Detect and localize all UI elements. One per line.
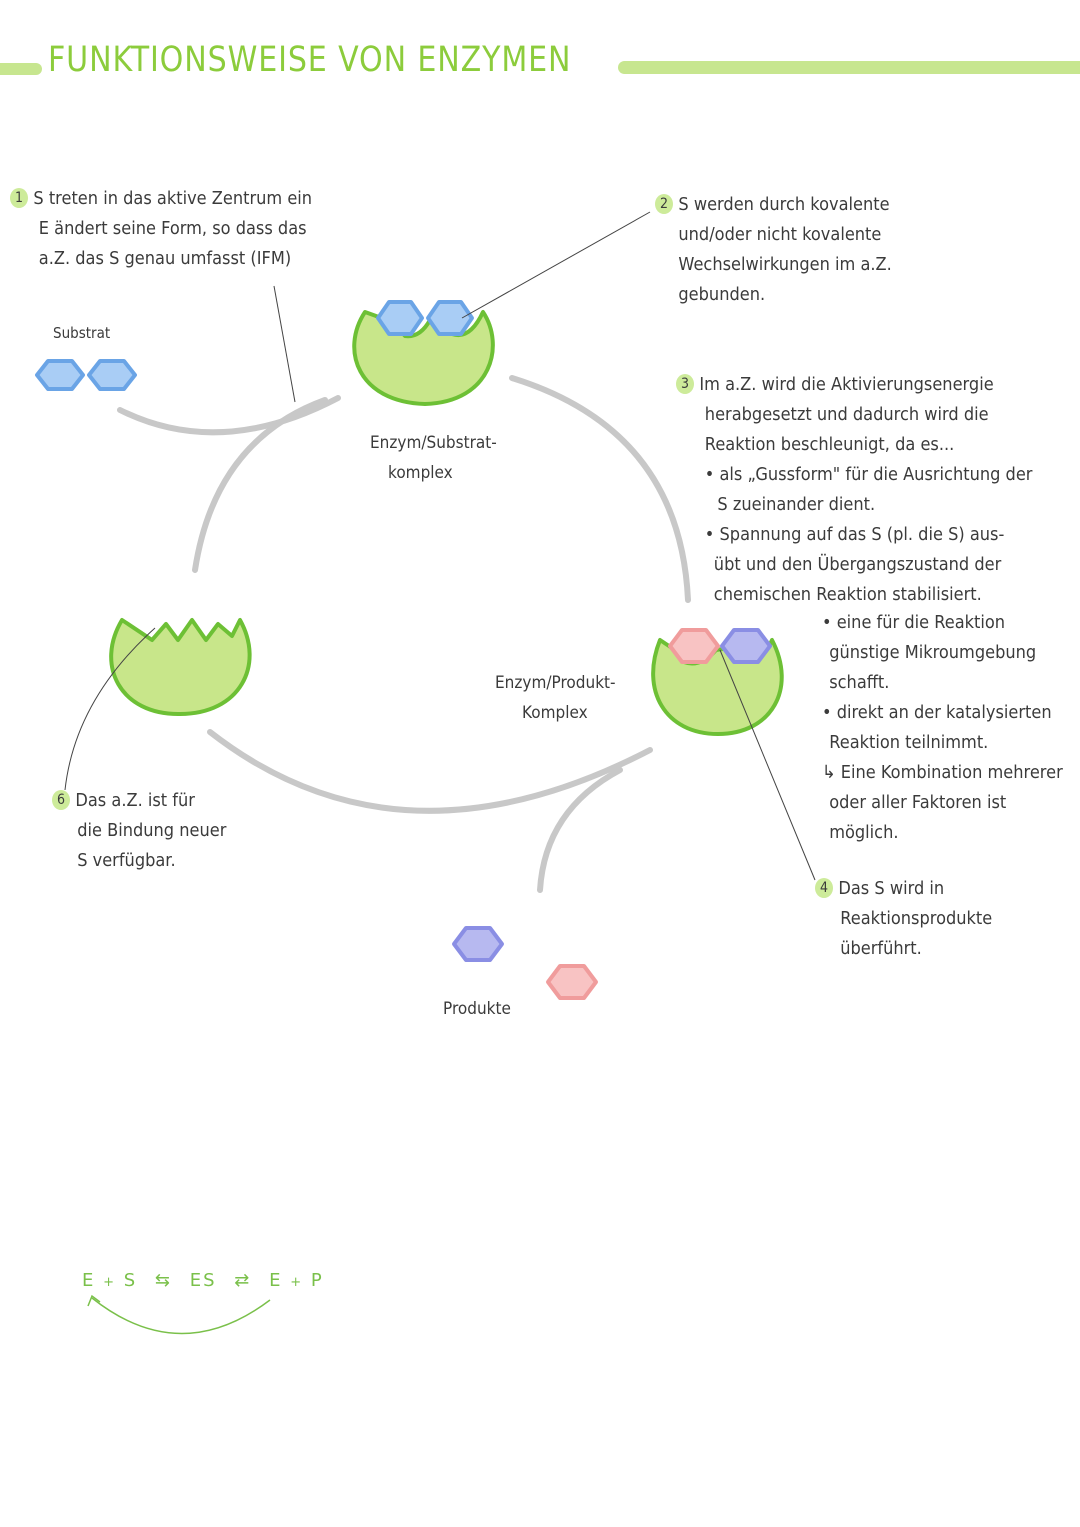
equation-arc-arrowhead (87, 1294, 101, 1307)
step-3-line-3: Reaktion beschleunigt, da es... (704, 434, 955, 455)
cycle-arrow-top-right (509, 375, 691, 603)
step-3-continued-text: • eine für die Reaktion günstige Mikroum… (822, 608, 1063, 848)
label-ep-komplex: Enzym/Produkt- Komplex (495, 668, 616, 728)
page-title: FUNKTIONSWEISE VON ENZYMEN (48, 40, 572, 80)
step-3-line-4: • als „Gussform" für die Ausrichtung der (704, 464, 1033, 485)
step-2-badge: 2 (655, 194, 673, 214)
step-3-line-2: herabgesetzt und dadurch wird die (704, 404, 989, 425)
step-2-line-3: Wechselwirkungen im a.Z. (678, 254, 892, 275)
substrate-hexagon-es-1 (376, 300, 424, 336)
step-2-line-1: S werden durch kovalente (678, 194, 890, 215)
step-4-line-2: Reaktionsprodukte (840, 908, 993, 929)
cycle-arrow-substrate-entry (117, 395, 341, 436)
step-2-line-4: gebunden. (678, 284, 766, 305)
step-3b-line-2: günstige Mikroumgebung (829, 642, 1037, 663)
step-4-line-3: überführt. (840, 938, 922, 959)
step-3b-line-6: ↳ Eine Kombination mehrerer (822, 762, 1063, 783)
product-hexagon-ep-pink (668, 628, 720, 664)
step-1-line-3: a.Z. das S genau umfasst (IFM) (38, 248, 292, 269)
enzyme-free (109, 618, 252, 717)
step-3b-line-7: oder aller Faktoren ist (829, 792, 1007, 813)
label-substrat: Substrat (53, 324, 111, 342)
equation-arc (91, 1297, 271, 1335)
reaction-equation: E + S ⇆ ES ⇄ E + P (82, 1270, 324, 1291)
eq-product: P (310, 1270, 324, 1291)
eq-arrow-2: ⇄ (234, 1270, 252, 1291)
pointer-step-6 (64, 627, 156, 791)
step-1-line-1: S treten in das aktive Zentrum ein (33, 188, 313, 209)
eq-arrow-1: ⇆ (154, 1270, 173, 1291)
eq-plus-2: + (290, 1275, 304, 1290)
eq-enzyme-2: E (269, 1270, 283, 1291)
step-6-line-1: Das a.Z. ist für (75, 790, 195, 811)
label-ep-komplex-line-2: Komplex (522, 703, 588, 723)
eq-substrate: S (123, 1270, 138, 1291)
step-3b-line-5: Reaktion teilnimmt. (829, 732, 989, 753)
step-3b-line-3: schafft. (829, 672, 890, 693)
title-underline-left (0, 63, 42, 75)
step-3b-line-8: möglich. (829, 822, 899, 843)
pointer-step-1 (273, 285, 296, 403)
step-4-badge: 4 (815, 878, 833, 898)
product-hexagon-ep-blue (720, 628, 772, 664)
eq-es: ES (189, 1270, 217, 1291)
step-3-line-1: Im a.Z. wird die Aktivierungsenergie (699, 374, 994, 395)
title-underline-right (618, 61, 1080, 74)
step-1-line-2: E ändert seine Form, so dass das (38, 218, 307, 239)
step-6-line-3: S verfügbar. (77, 850, 176, 871)
product-hexagon-blue (452, 926, 504, 962)
step-6-badge: 6 (52, 790, 70, 810)
eq-enzyme: E (82, 1270, 96, 1291)
step-6-line-2: die Bindung neuer (77, 820, 227, 841)
product-hexagon-pink (546, 964, 598, 1000)
step-3-line-7: übt und den Übergangszustand der (713, 554, 1002, 575)
eq-plus-1: + (103, 1275, 117, 1290)
substrate-hexagon-2 (87, 359, 137, 391)
label-es-komplex-line-1: Enzym/Substrat- (370, 433, 497, 453)
label-es-komplex-line-2: komplex (388, 463, 453, 483)
enzyme-es-complex (352, 310, 495, 406)
step-1-badge: 1 (10, 188, 28, 208)
label-ep-komplex-line-1: Enzym/Produkt- (495, 673, 616, 693)
cycle-arrow-bottom (207, 729, 653, 814)
step-3-line-6: • Spannung auf das S (pl. die S) aus- (704, 524, 1005, 545)
step-2-line-2: und/oder nicht kovalente (678, 224, 882, 245)
substrate-hexagon-es-2 (426, 300, 474, 336)
cycle-arrow-left-up (192, 397, 328, 573)
label-es-komplex: Enzym/Substrat- komplex (370, 428, 497, 488)
pointer-step-4 (719, 649, 816, 881)
cycle-arrow-product-exit (537, 767, 623, 893)
step-3-line-8: chemischen Reaktion stabilisiert. (713, 584, 982, 605)
label-produkte: Produkte (443, 999, 511, 1019)
step-4-line-1: Das S wird in (838, 878, 945, 899)
pointer-step-2 (461, 211, 651, 319)
substrate-hexagon-1 (35, 359, 85, 391)
step-3b-line-1: • eine für die Reaktion (822, 612, 1006, 633)
step-3b-line-4: • direkt an der katalysierten (822, 702, 1052, 723)
step-3-badge: 3 (676, 374, 694, 394)
step-3-line-5: S zueinander dient. (717, 494, 876, 515)
